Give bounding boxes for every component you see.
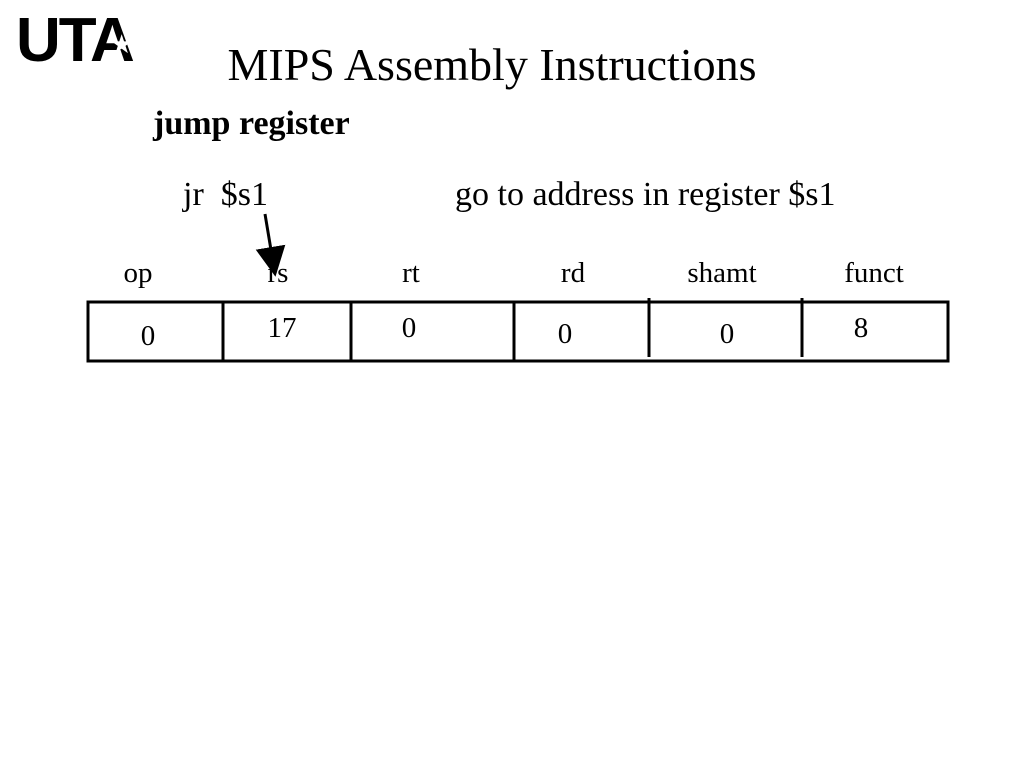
field-value-funct: 8 [853, 312, 869, 344]
field-label-op: op [123, 257, 153, 289]
format-box [86, 300, 950, 363]
field-label-rd: rd [560, 257, 586, 289]
field-value-op: 0 [140, 320, 156, 352]
field-value-shamt: 0 [719, 318, 735, 350]
arrow-s1-to-rs [255, 213, 286, 277]
slide-title: MIPS Assembly Instructions [227, 39, 757, 90]
field-label-rt: rt [402, 257, 420, 289]
field-label-funct: funct [844, 257, 904, 289]
uta-logo-text: UTA [16, 6, 135, 75]
field-label-rs: rs [267, 257, 289, 289]
field-label-shamt: shamt [687, 257, 757, 289]
star-icon: ★ [110, 30, 134, 60]
field-value-rt: 0 [401, 312, 417, 344]
field-value-rs: 17 [267, 312, 297, 344]
instruction-description: go to address in register $s1 [455, 176, 836, 213]
instruction-code: jr $s1 [183, 176, 268, 213]
field-value-rd: 0 [557, 318, 573, 350]
slide-subtitle: jump register [153, 105, 350, 142]
uta-logo: UTA ★ [16, 10, 135, 72]
